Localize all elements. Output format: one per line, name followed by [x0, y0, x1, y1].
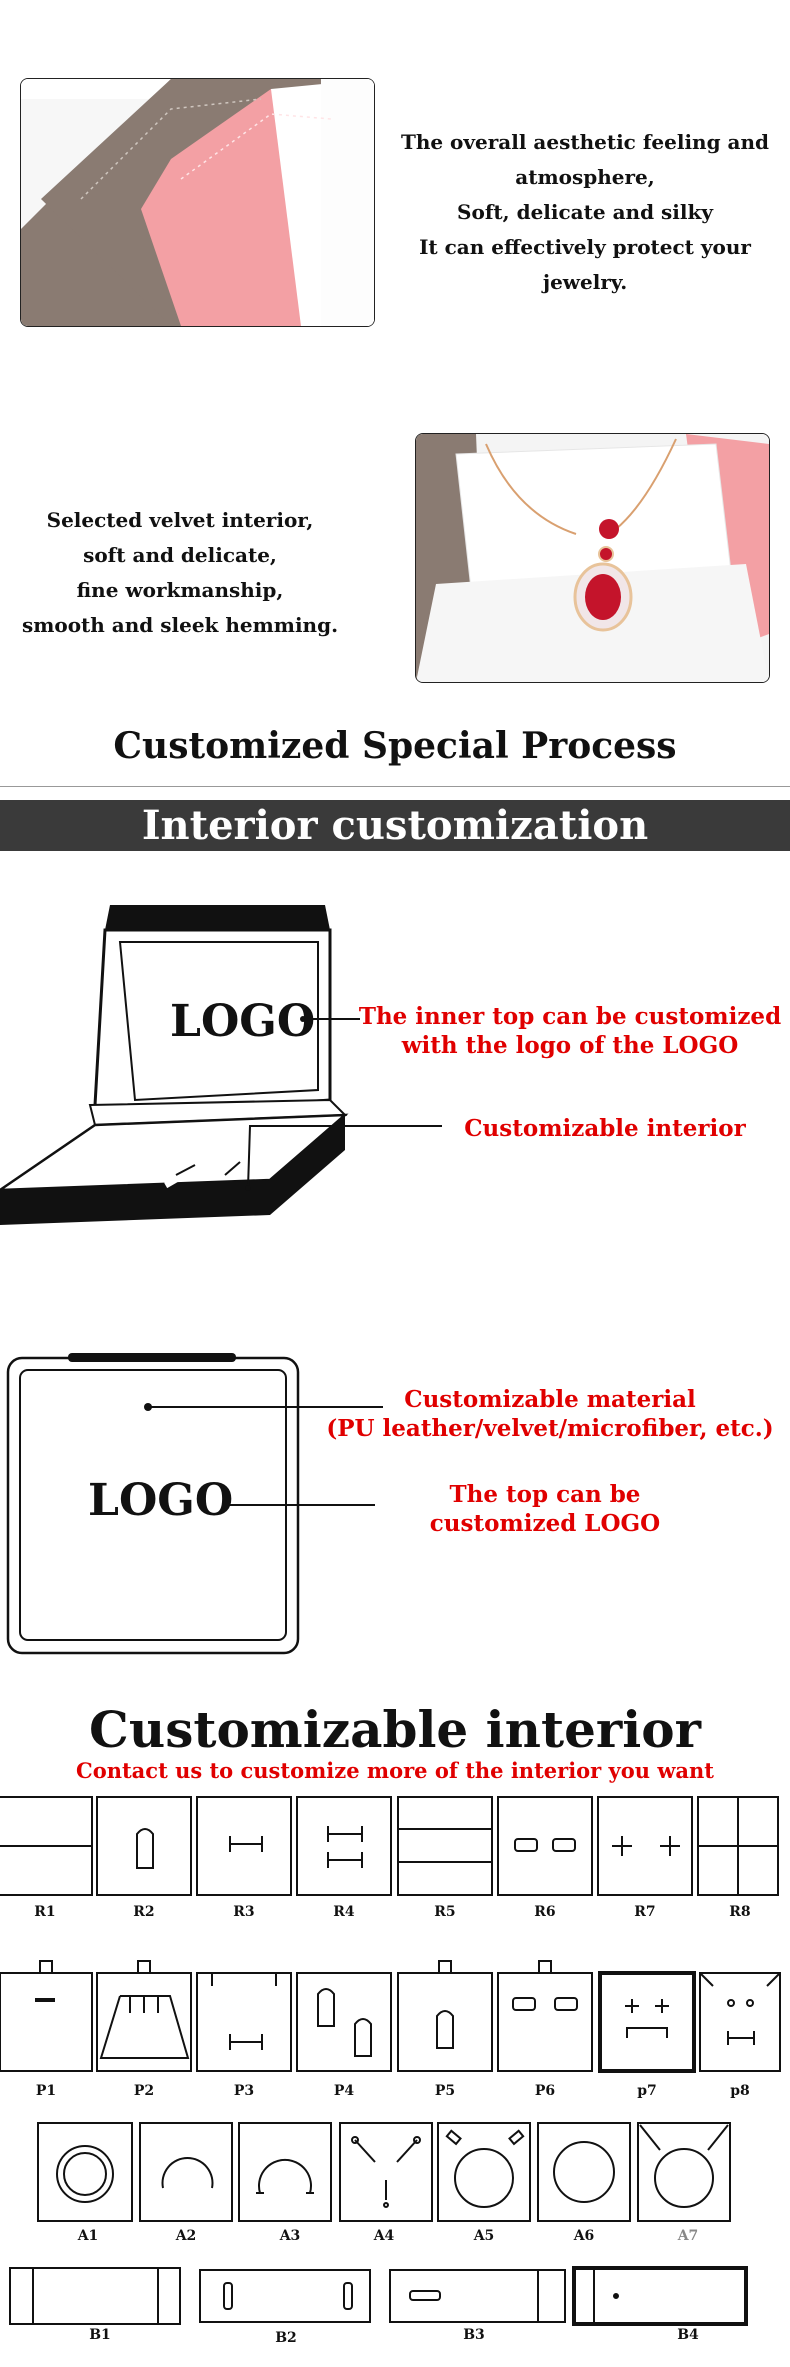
variant-label: R2	[133, 1904, 155, 1920]
inner-top-note-line: The inner top can be customized	[358, 1003, 782, 1030]
variant-label: A7	[677, 2228, 699, 2244]
top-logo-note-line: customized LOGO	[429, 1510, 661, 1537]
variant-label: R8	[729, 1904, 751, 1920]
variant-label: A1	[77, 2228, 99, 2244]
variant-label: p7	[637, 2083, 657, 2099]
variant-label: A6	[573, 2228, 595, 2244]
feature2-line: Selected velvet interior,	[46, 508, 314, 532]
variant-label: P2	[133, 2083, 155, 2099]
variant-label: R3	[233, 1904, 255, 1920]
feature2-line: fine workmanship,	[76, 578, 284, 602]
variant-label: R7	[634, 1904, 656, 1920]
top-logo-note: The top can be customized LOGO	[380, 1480, 710, 1538]
variant-label: R1	[34, 1904, 56, 1920]
interior-title: Customizable interior	[89, 1700, 701, 1759]
row-a: A1 A2 A3 A4 A5 A6 A7	[0, 2120, 790, 2250]
ring-slot-icon	[175, 1164, 196, 1176]
inner-top-note: The inner top can be customized with the…	[355, 1002, 785, 1060]
feature2-line: soft and delicate,	[83, 543, 277, 567]
inner-top-note-line: with the logo of the LOGO	[401, 1032, 739, 1059]
variant-label: B4	[677, 2327, 699, 2343]
row-r: R1 R2 R3 R4 R5 R6 R7 R8	[0, 1796, 790, 1920]
top-logo-note-line: The top can be	[449, 1481, 641, 1508]
variant-label: P1	[35, 2083, 57, 2099]
variant-label: R6	[534, 1904, 556, 1920]
variant-label: A5	[473, 2228, 495, 2244]
row-b: B1 B2 B3 B4	[0, 2265, 790, 2365]
variant-label: P4	[333, 2083, 355, 2099]
interior-subtitle: Contact us to customize more of the inte…	[75, 1758, 715, 1783]
variant-label: B3	[463, 2327, 485, 2343]
feature1-line: Soft, delicate and silky	[457, 200, 713, 224]
variant-label: A3	[279, 2228, 301, 2244]
row-p: P1 P2 P3 P4 P5 P6 p7 p8	[0, 1958, 790, 2099]
variant-label: R4	[333, 1904, 355, 1920]
variant-label: P6	[534, 2083, 556, 2099]
variant-label: P3	[233, 2083, 255, 2099]
material-note: Customizable material (PU leather/velvet…	[320, 1385, 780, 1443]
variant-label: B1	[89, 2327, 111, 2343]
feature1-line: It can effectively protect your	[419, 235, 751, 259]
top-logo: LOGO	[88, 1475, 234, 1526]
divider	[0, 786, 790, 787]
velvet-pouch-photo	[20, 78, 375, 327]
inner-logo: LOGO	[170, 996, 316, 1047]
open-box-diagram	[0, 900, 790, 1240]
banner-title: Interior customization	[141, 802, 649, 849]
variant-label: p8	[730, 2083, 750, 2099]
feature2-line: smooth and sleek hemming.	[21, 613, 339, 637]
feature1-line: The overall aesthetic feeling and	[400, 130, 770, 154]
feature1-text: The overall aesthetic feeling and atmosp…	[400, 125, 770, 300]
variant-label: P5	[434, 2083, 456, 2099]
closed-box-diagram	[0, 1350, 790, 1660]
variant-label: A4	[373, 2228, 395, 2244]
variant-label: A2	[175, 2228, 197, 2244]
material-note-line: Customizable material	[404, 1386, 696, 1413]
feature1-line: atmosphere,	[515, 165, 655, 189]
process-title: Customized Special Process	[113, 725, 677, 767]
variant-label: R5	[434, 1904, 456, 1920]
interior-note: Customizable interior	[464, 1115, 746, 1142]
interior-banner: Interior customization	[0, 800, 790, 851]
material-note-line: (PU leather/velvet/microfiber, etc.)	[326, 1415, 774, 1442]
feature2-text: Selected velvet interior, soft and delic…	[20, 503, 340, 643]
necklace-pouch-photo	[415, 433, 770, 683]
feature1-line: jewelry.	[542, 270, 628, 294]
variant-label: B2	[275, 2330, 297, 2346]
